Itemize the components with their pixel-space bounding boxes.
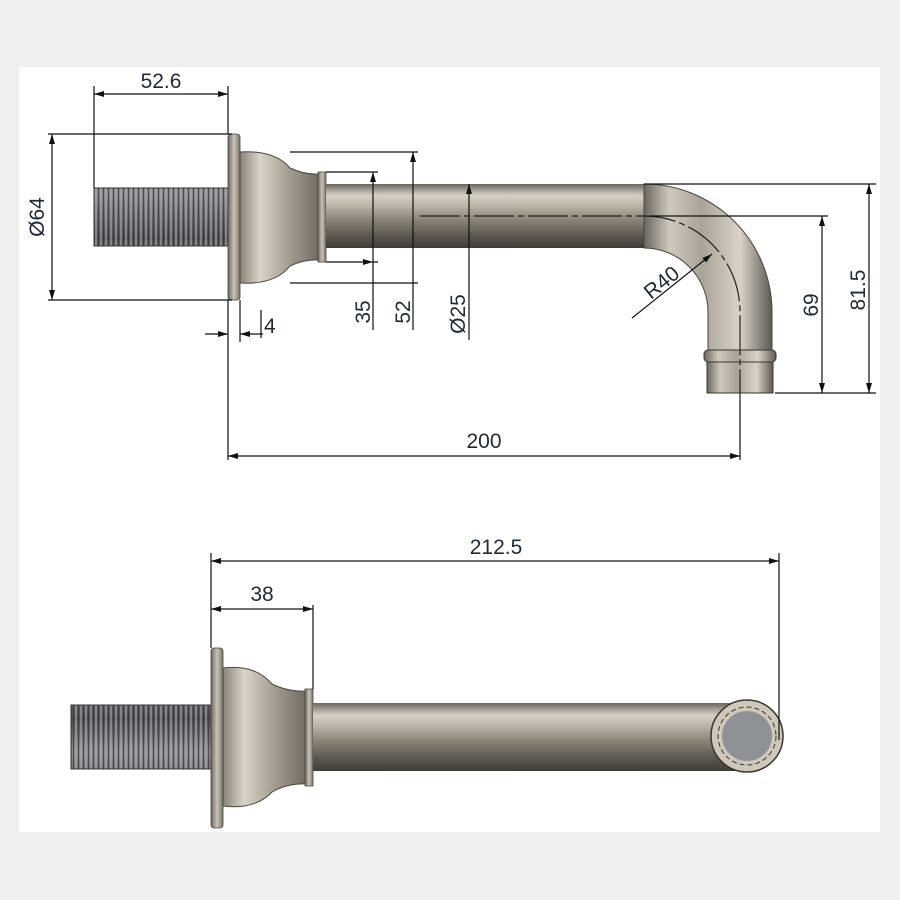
outlet-face-top (722, 711, 772, 761)
dim-total-length: 212.5 (470, 536, 523, 559)
dim-flange-thickness: 4 (264, 315, 276, 338)
dim-flange-diameter: Ø64 (26, 197, 49, 237)
side-view (93, 133, 777, 400)
bell-body-top (222, 666, 308, 808)
dim-drop-outer: 81.5 (847, 270, 870, 311)
top-view-dimensions (210, 553, 780, 740)
dim-collar-large: 52 (392, 300, 415, 323)
dim-drop-inner: 69 (800, 293, 823, 316)
dim-projection: 200 (466, 430, 501, 453)
dim-body-length: 38 (250, 583, 273, 606)
dim-bend-radius: R40 (640, 262, 684, 304)
dim-pipe-diameter: Ø25 (447, 294, 470, 334)
collar (317, 171, 327, 263)
spout-pipe-top (313, 703, 743, 771)
dim-collar-small: 35 (352, 300, 375, 323)
wall-flange-top (210, 647, 224, 829)
thread-inlet (93, 187, 230, 247)
bell-body (239, 151, 321, 284)
side-view-dimensions (48, 86, 876, 460)
thread-inlet-top (70, 704, 214, 770)
collar-top (304, 688, 314, 787)
dim-thread-length: 52.6 (141, 70, 182, 93)
wall-flange (227, 133, 241, 301)
top-view (70, 647, 784, 829)
